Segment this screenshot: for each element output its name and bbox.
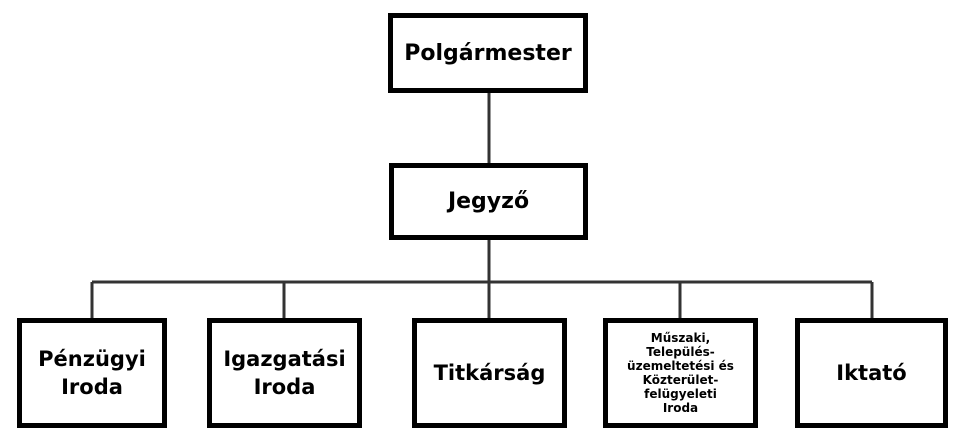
box-label-line: Iroda — [253, 375, 316, 399]
box-label-line: Igazgatási — [223, 347, 346, 371]
box-label: Jegyző — [447, 189, 530, 214]
box-label-line: felügyeleti — [644, 387, 717, 401]
box-titkarsag: Titkárság — [412, 318, 567, 428]
box-label-line: Iroda — [61, 375, 123, 399]
box-muszaki-iroda: Műszaki, Település- üzemeltetési és Közt… — [603, 318, 758, 428]
box-label-line: Közterület- — [642, 373, 719, 387]
box-penzugyi-iroda: Pénzügyi Iroda — [17, 318, 167, 428]
box-label-line: Iktató — [836, 361, 907, 385]
box-label-line: Pénzügyi — [38, 347, 146, 371]
box-label: Polgármester — [404, 40, 572, 66]
box-label-line: Település- — [646, 345, 715, 359]
box-igazgatasi-iroda: Igazgatási Iroda — [207, 318, 362, 428]
box-polgarmester: Polgármester — [388, 13, 588, 93]
box-label-line: Iroda — [662, 401, 699, 415]
box-label-line: üzemeltetési és — [627, 359, 734, 373]
box-iktato: Iktató — [795, 318, 948, 428]
box-label-line: Titkárság — [433, 361, 546, 385]
box-jegyzo: Jegyző — [389, 163, 588, 240]
box-label-line: Műszaki, — [650, 331, 711, 345]
